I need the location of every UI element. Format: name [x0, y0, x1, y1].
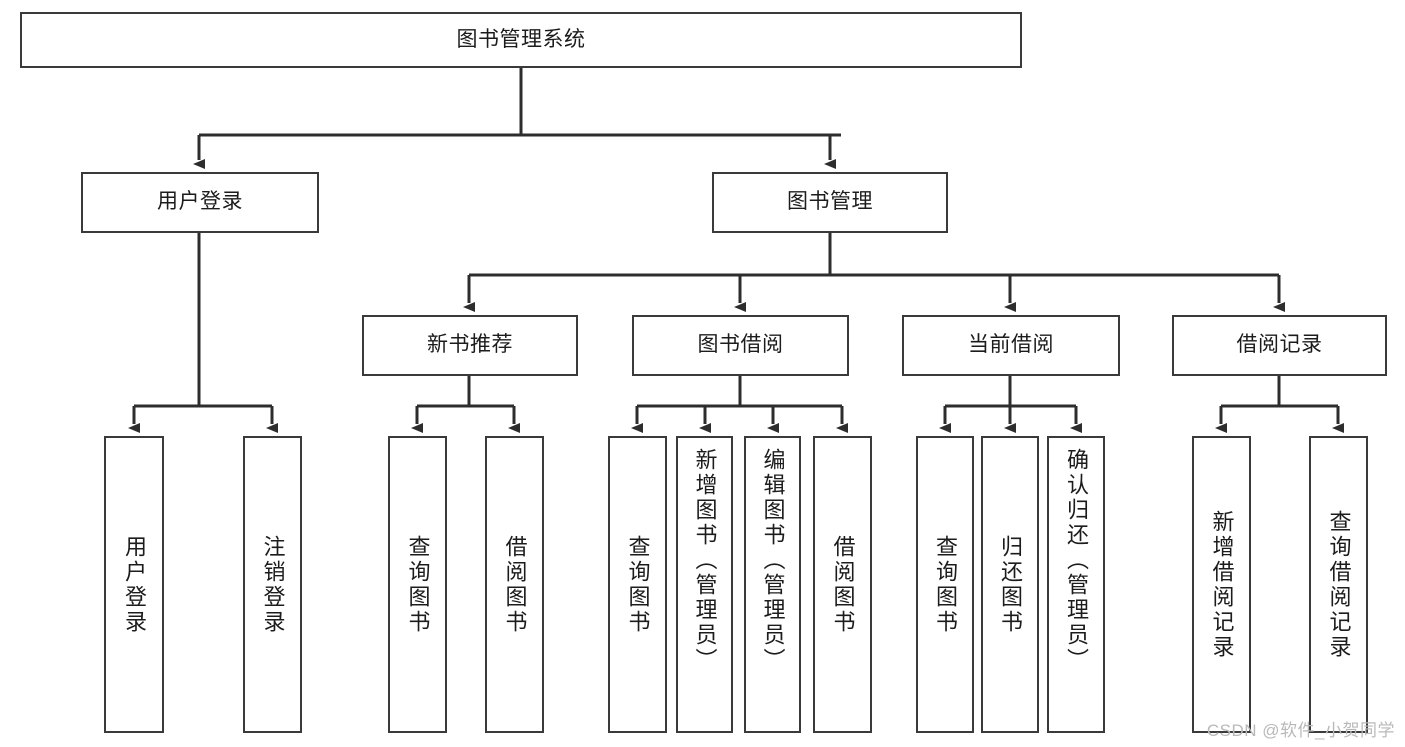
node-leaf-query-book-recommend[interactable]: 查询图书	[388, 436, 447, 733]
node-borrow-record-label: 借阅记录	[1236, 333, 1323, 357]
edge-group-new-book-recommend	[411, 376, 520, 433]
node-user-login-label: 用户登录	[157, 190, 243, 214]
node-leaf-query-book-current[interactable]: 查询图书	[916, 436, 974, 733]
node-user-login[interactable]: 用户登录	[81, 172, 319, 233]
node-leaf-add-book-admin-label: 新增图书（管理员）	[692, 448, 718, 673]
node-new-book-recommend-label: 新书推荐	[427, 333, 513, 357]
node-leaf-return-book[interactable]: 归还图书	[981, 436, 1039, 733]
node-book-management-label: 图书管理	[787, 190, 873, 214]
node-leaf-add-borrow-record-label: 新增借阅记录	[1209, 509, 1235, 660]
node-current-borrow-label: 当前借阅	[968, 333, 1054, 357]
edge-group-current-borrow	[939, 376, 1082, 433]
edge-group-book-management	[463, 233, 1285, 312]
node-leaf-query-book-current-label: 查询图书	[933, 534, 958, 635]
edge-group-book-borrow	[631, 376, 848, 433]
node-leaf-query-borrow-record[interactable]: 查询借阅记录	[1309, 436, 1368, 733]
node-leaf-logout[interactable]: 注销登录	[243, 436, 302, 733]
node-leaf-query-book-recommend-label: 查询图书	[405, 534, 431, 635]
edge-group-user-login	[128, 233, 278, 433]
node-leaf-user-login-label: 用户登录	[122, 534, 147, 635]
node-leaf-confirm-return-admin-label: 确认归还（管理员）	[1064, 448, 1089, 673]
node-leaf-confirm-return-admin[interactable]: 确认归还（管理员）	[1047, 436, 1105, 733]
node-leaf-return-book-label: 归还图书	[998, 534, 1023, 635]
node-book-management[interactable]: 图书管理	[712, 172, 948, 233]
node-leaf-edit-book-admin[interactable]: 编辑图书（管理员）	[744, 436, 801, 733]
node-root[interactable]: 图书管理系统	[20, 12, 1022, 68]
node-leaf-borrow-book-label: 借阅图书	[830, 534, 856, 635]
node-leaf-user-login[interactable]: 用户登录	[104, 436, 164, 733]
node-root-label: 图书管理系统	[456, 27, 586, 51]
node-book-borrow-label: 图书借阅	[697, 333, 784, 357]
node-leaf-borrow-book-recommend[interactable]: 借阅图书	[485, 436, 544, 733]
node-leaf-logout-label: 注销登录	[260, 534, 286, 635]
node-leaf-borrow-book[interactable]: 借阅图书	[813, 436, 872, 733]
node-leaf-add-borrow-record[interactable]: 新增借阅记录	[1192, 436, 1251, 733]
node-leaf-borrow-book-recommend-label: 借阅图书	[502, 534, 528, 635]
node-leaf-query-book-label: 查询图书	[625, 534, 651, 635]
node-new-book-recommend[interactable]: 新书推荐	[362, 315, 578, 376]
node-book-borrow[interactable]: 图书借阅	[632, 315, 849, 376]
node-leaf-query-book[interactable]: 查询图书	[608, 436, 667, 733]
node-leaf-add-book-admin[interactable]: 新增图书（管理员）	[676, 436, 733, 733]
edge-group-root	[193, 68, 841, 169]
node-leaf-edit-book-admin-label: 编辑图书（管理员）	[760, 448, 786, 673]
edge-group-borrow-record	[1215, 376, 1344, 433]
node-borrow-record[interactable]: 借阅记录	[1172, 315, 1387, 376]
node-current-borrow[interactable]: 当前借阅	[902, 315, 1120, 376]
node-leaf-query-borrow-record-label: 查询借阅记录	[1326, 509, 1352, 660]
